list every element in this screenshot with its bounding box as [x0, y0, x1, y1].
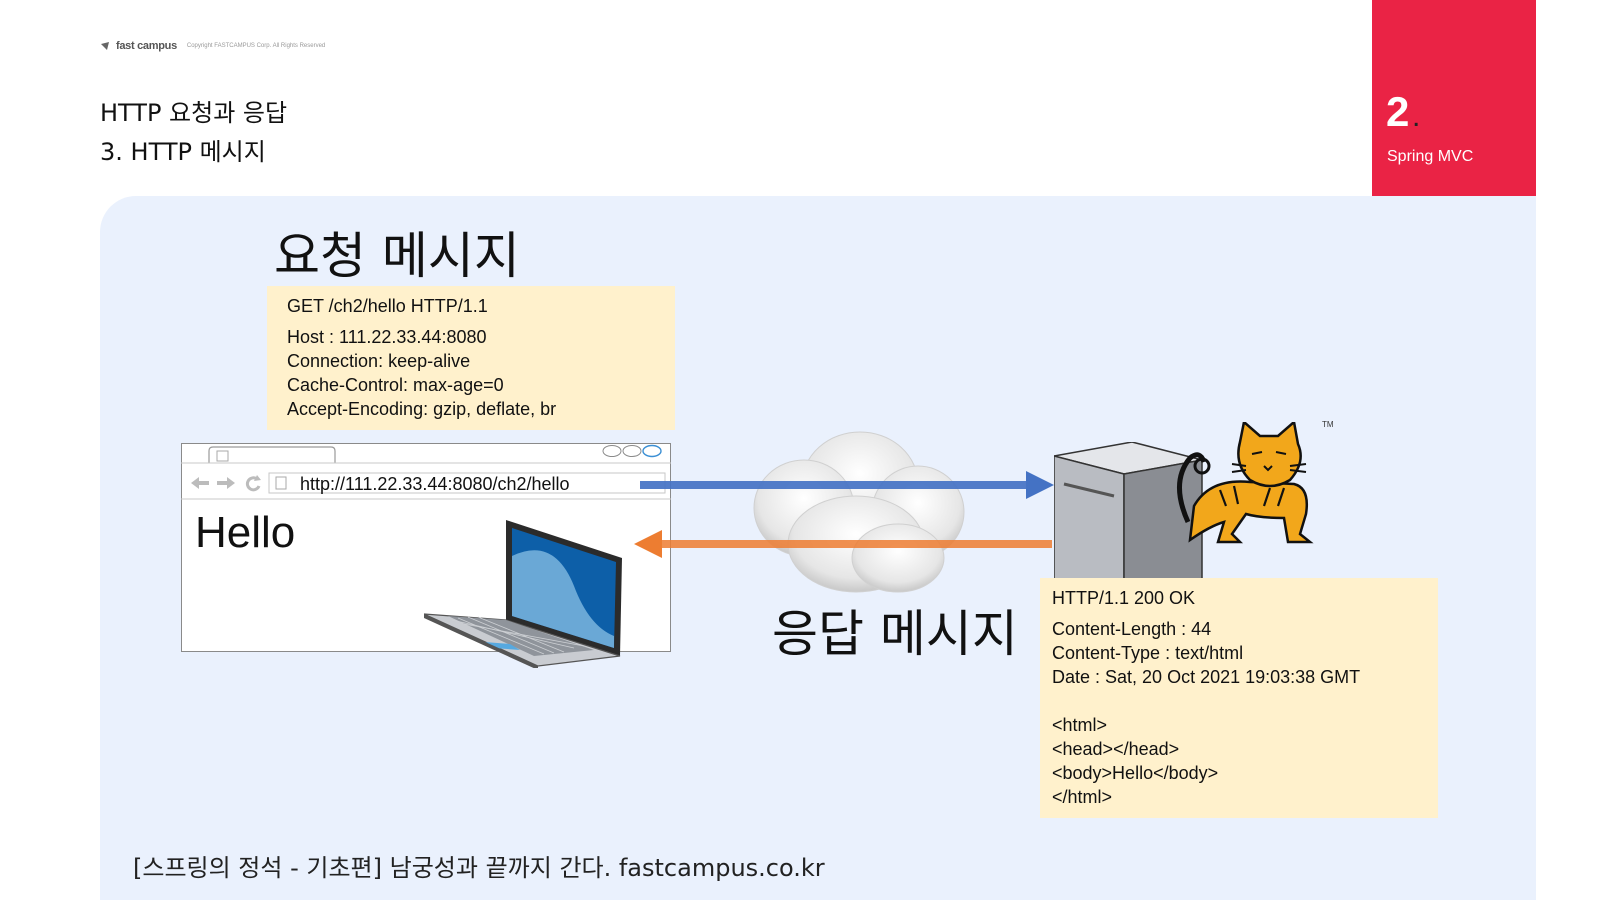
page-icon — [275, 476, 287, 490]
response-body-line: <html> — [1052, 715, 1108, 735]
refresh-icon[interactable] — [245, 476, 261, 492]
response-message-box: HTTP/1.1 200 OK Content-Length : 44 Cont… — [1040, 578, 1438, 818]
response-status-line: HTTP/1.1 200 OK — [1052, 588, 1196, 608]
slide-subtitle: 3. HTTP 메시지 — [100, 138, 266, 166]
chapter-title: Spring MVC — [1387, 148, 1474, 165]
response-body-line: </html> — [1052, 787, 1113, 807]
response-header: Date : Sat, 20 Oct 2021 19:03:38 GMT — [1052, 667, 1361, 687]
request-arrow — [640, 471, 1054, 499]
request-header: Accept-Encoding: gzip, deflate, br — [287, 399, 557, 419]
request-header: Host : 111.22.33.44:8080 — [287, 327, 487, 347]
http-arrows — [634, 471, 1054, 558]
request-start-line: GET /ch2/hello HTTP/1.1 — [287, 296, 488, 316]
response-arrow — [634, 530, 1052, 558]
forward-arrow-icon[interactable] — [217, 477, 235, 489]
maximize-icon[interactable] — [622, 445, 642, 457]
response-header: Content-Length : 44 — [1052, 619, 1212, 639]
tomcat-cat-icon — [1177, 422, 1314, 544]
request-message-label: 요청 메시지 — [274, 227, 520, 285]
trademark-text: TM — [1322, 420, 1334, 429]
chapter-number: 2 — [1386, 88, 1410, 135]
back-arrow-icon[interactable] — [191, 477, 209, 489]
server-icon — [1054, 442, 1203, 582]
response-header: Content-Type : text/html — [1052, 643, 1244, 663]
tab-page-icon — [216, 450, 229, 462]
slide-title: HTTP 요청과 응답 — [100, 99, 288, 127]
minimize-icon[interactable] — [602, 445, 622, 457]
response-body-line: <body>Hello</body> — [1052, 763, 1219, 783]
copyright-text: Copyright FASTCAMPUS Corp. All Rights Re… — [186, 43, 326, 49]
fastcampus-logo-icon — [101, 42, 109, 50]
response-body-line: <head></head> — [1052, 739, 1180, 759]
brand-logo: fast campus Copyright FASTCAMPUS Corp. A… — [100, 40, 325, 52]
request-header: Connection: keep-alive — [287, 351, 471, 371]
chapter-dot: . — [1412, 100, 1421, 133]
page-content-hello: Hello — [195, 508, 296, 557]
request-header: Cache-Control: max-age=0 — [287, 375, 504, 395]
laptop-icon — [424, 520, 622, 668]
browser-tab[interactable] — [208, 446, 336, 463]
footer-text: [스프링의 정석 - 기초편] 남궁성과 끝까지 간다. fastcampus.… — [133, 854, 825, 882]
browser-chrome — [181, 444, 671, 500]
address-url[interactable]: http://111.22.33.44:8080/ch2/hello — [300, 474, 570, 494]
brand-name: fast campus — [116, 40, 177, 52]
response-message-label: 응답 메시지 — [772, 605, 1018, 663]
close-icon[interactable] — [642, 444, 662, 458]
request-message-box: GET /ch2/hello HTTP/1.1 Host : 111.22.33… — [267, 286, 675, 430]
